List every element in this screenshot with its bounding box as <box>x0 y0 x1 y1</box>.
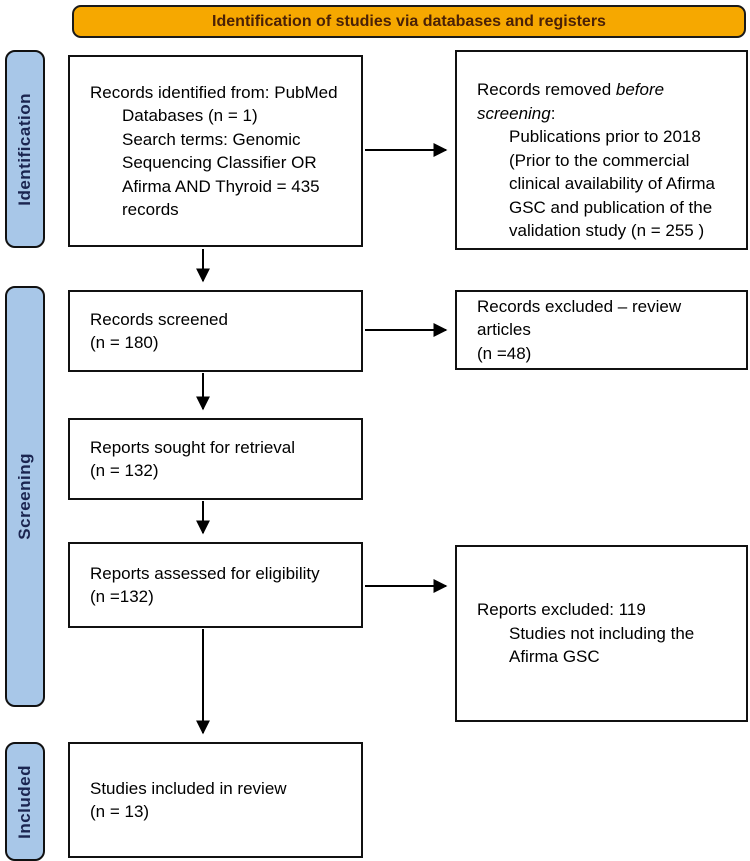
box-line: Search terms: Genomic <box>122 129 301 149</box>
stage-screening-label: Screening <box>15 453 34 540</box>
box-line: (n = 13) <box>90 802 150 821</box>
box-line: Reports excluded: 119 <box>477 600 646 620</box>
box-line: Afirma AND Thyroid = 435 <box>122 176 320 196</box>
box-line: (n = 180) <box>90 333 159 352</box>
box-line: (Prior to the commercial <box>509 150 690 170</box>
box-line: Records excluded – review <box>477 296 682 316</box>
italic-phrase: before screening <box>477 80 665 123</box>
box-line: Records identified from: PubMed <box>90 82 338 102</box>
box-line: clinical availability of Afirma <box>509 174 715 193</box>
box-line: Reports assessed for eligibility <box>90 563 320 583</box>
box-line: Publications prior to 2018 <box>509 127 701 146</box>
box-line: Databases (n = 1) <box>122 106 258 125</box>
box-line: (n =132) <box>90 587 154 606</box>
stage-identification: Identification <box>5 50 45 248</box>
box-line: Studies included in review <box>90 778 287 798</box>
box-reports-assessed: Reports assessed for eligibility (n =132… <box>68 542 363 628</box>
stage-screening: Screening <box>5 286 45 707</box>
box-line: Sequencing Classifier OR <box>122 153 317 172</box>
stage-identification-label: Identification <box>15 92 34 206</box>
stage-included-label: Included <box>15 764 34 839</box>
box-line: articles <box>477 320 531 340</box>
box-line: Records removed before screening: <box>477 80 665 123</box>
box-records-screened: Records screened (n = 180) <box>68 290 363 372</box>
box-line: Studies not including the <box>509 623 695 643</box>
stage-included: Included <box>5 742 45 861</box>
box-line: Afirma GSC <box>509 647 600 667</box>
box-records-removed: Records removed before screening: Public… <box>455 50 748 250</box>
box-records-identified: Records identified from: PubMed Database… <box>68 55 363 247</box>
box-studies-included: Studies included in review (n = 13) <box>68 742 363 858</box>
box-line: Records screened <box>90 309 228 329</box>
box-line: validation study (n = 255 ) <box>509 221 705 240</box>
box-reports-sought: Reports sought for retrieval (n = 132) <box>68 418 363 500</box>
banner-title: Identification of studies via databases … <box>212 12 606 30</box>
box-line: records <box>122 200 179 219</box>
box-records-excluded: Records excluded – review articles (n =4… <box>455 290 748 370</box>
box-line: (n = 132) <box>90 461 159 480</box>
box-reports-excluded: Reports excluded: 119 Studies not includ… <box>455 545 748 722</box>
box-line: Reports sought for retrieval <box>90 437 296 457</box>
banner: Identification of studies via databases … <box>72 5 746 38</box>
box-line: (n =48) <box>477 343 532 363</box>
box-line: GSC and publication of the <box>509 197 713 217</box>
